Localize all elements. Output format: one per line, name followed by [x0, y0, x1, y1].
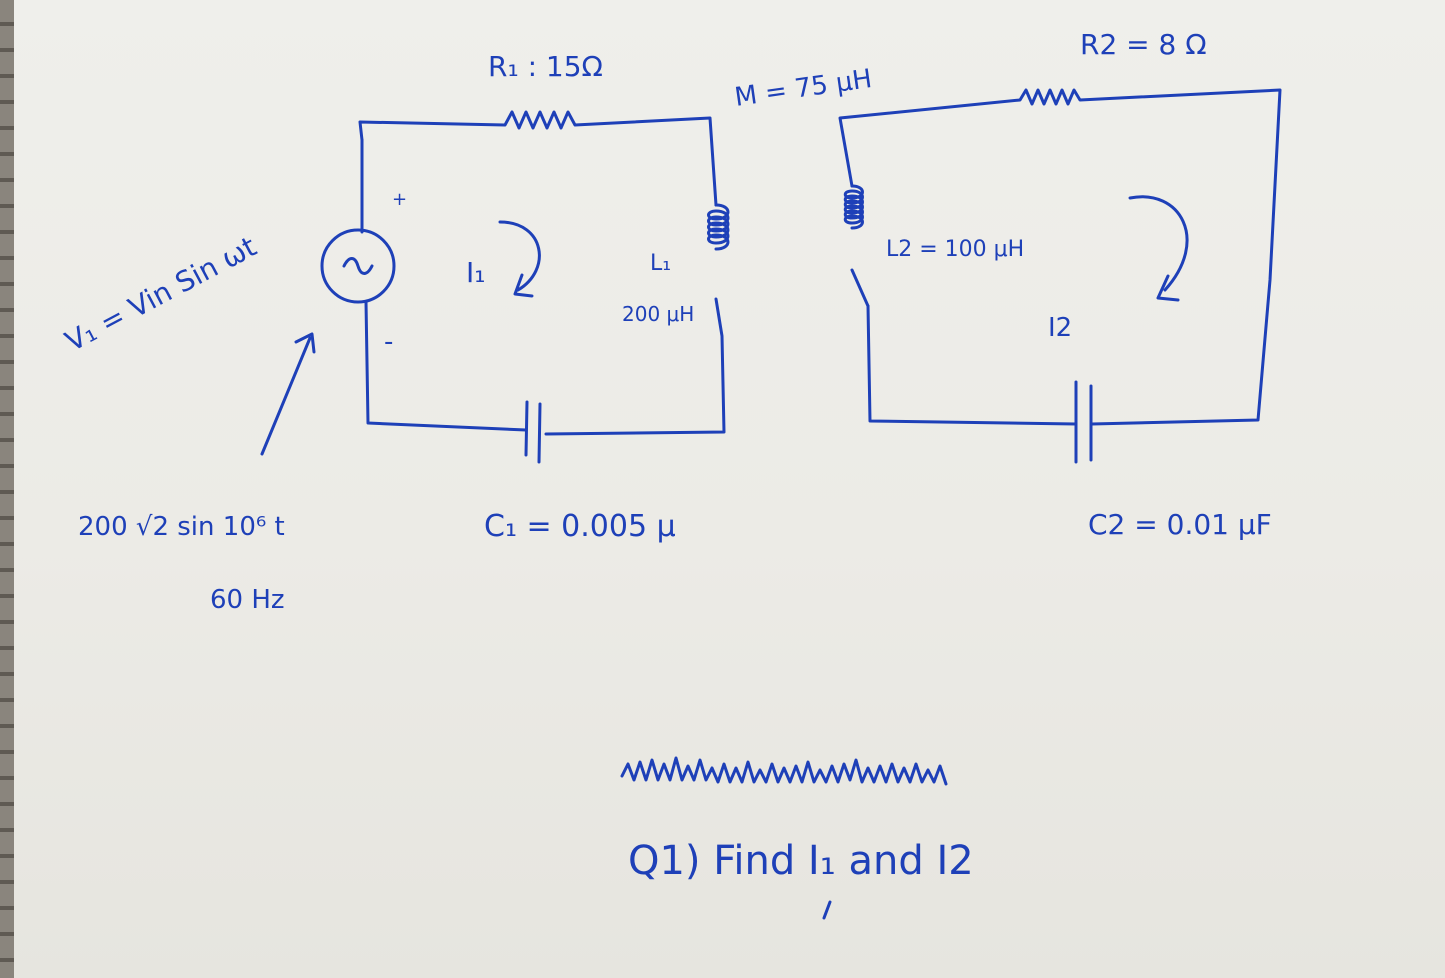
r1-label: R₁ : 15Ω: [488, 50, 603, 83]
source-minus: -: [384, 327, 393, 357]
pencil-tick: [822, 900, 832, 920]
i2-arrow: [1128, 195, 1189, 302]
c2-capacitor: [1074, 380, 1093, 464]
ac-source: [320, 228, 396, 304]
desk-edge: [0, 0, 14, 978]
frequency-label: 60 Hz: [210, 585, 285, 615]
i1-arrow: [498, 220, 541, 298]
question-text: Q1) Find I₁ and I2: [628, 838, 974, 884]
vin-label: V₁ = Vin Sin ωt: [60, 230, 262, 358]
l2-label: L2 = 100 μH: [886, 237, 1024, 262]
l1-inductor: [707, 203, 730, 251]
loop1-right-wire: [544, 297, 726, 436]
r1-resistor: [358, 110, 718, 207]
crossed-out-scribble: [620, 756, 948, 786]
vin-value-label: 200 √2 sin 10⁶ t: [78, 512, 285, 542]
loop2-bottom-wire: [866, 304, 1078, 426]
c2-label: C2 = 0.01 μF: [1088, 508, 1272, 541]
i2-label: I2: [1048, 313, 1072, 343]
ac-source-tilde: [342, 257, 374, 275]
i1-label: I₁: [466, 256, 485, 289]
mutual-inductance-label: M = 75 μH: [733, 64, 874, 113]
c1-label: C₁ = 0.005 μ: [484, 509, 676, 544]
loop1-left-wire: [364, 300, 528, 432]
l2-inductor: [843, 184, 864, 230]
l1-name-label: L₁: [650, 251, 671, 276]
pointer-arrow: [260, 332, 316, 456]
source-plus: +: [392, 189, 407, 210]
l1-value-label: 200 μH: [622, 302, 694, 326]
loop2-top-wire: [838, 88, 1282, 426]
l2-bottom-lead: [850, 268, 870, 308]
r2-label: R2 = 8 Ω: [1080, 28, 1207, 61]
c1-capacitor: [524, 400, 542, 464]
